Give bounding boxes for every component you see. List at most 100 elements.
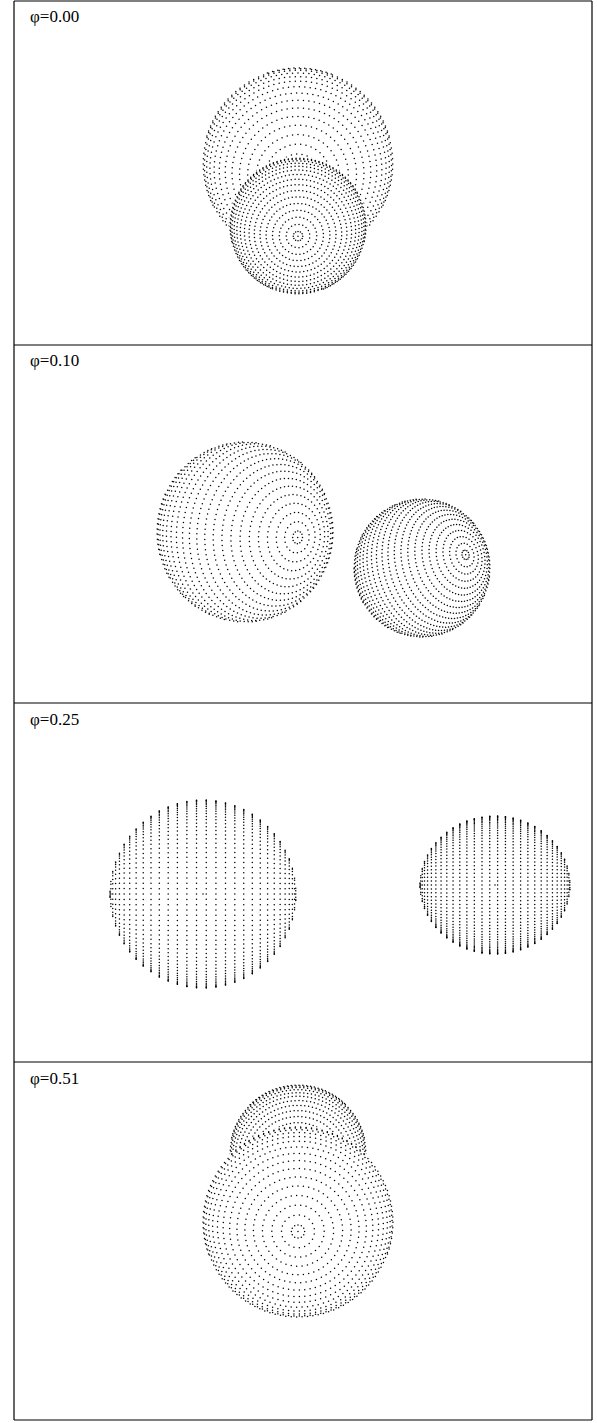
- surface-dot: [340, 98, 342, 100]
- surface-dot: [355, 209, 357, 211]
- surface-dot: [294, 276, 296, 278]
- surface-dot: [294, 281, 296, 283]
- surface-dot: [326, 287, 328, 289]
- surface-dot: [370, 221, 372, 223]
- surface-dot: [330, 150, 332, 152]
- surface-dot: [306, 185, 308, 187]
- surface-dot: [321, 170, 323, 172]
- surface-dot: [231, 172, 233, 174]
- surface-dot: [342, 177, 344, 179]
- surface-dot: [356, 213, 358, 215]
- surface-dot: [266, 189, 268, 191]
- surface-dot: [273, 255, 275, 256]
- surface-dot: [329, 107, 331, 109]
- surface-dot: [363, 218, 365, 220]
- surface-dot: [286, 239, 288, 241]
- surface-dot: [237, 146, 239, 148]
- surface-dot: [319, 283, 321, 285]
- surface-dot: [279, 194, 281, 196]
- surface-dot: [255, 269, 256, 271]
- surface-dot: [270, 266, 272, 268]
- surface-dot: [383, 201, 385, 203]
- surface-dot: [287, 289, 289, 291]
- surface-dot: [293, 86, 295, 88]
- surface-dot: [276, 258, 278, 260]
- surface-dot: [296, 160, 298, 162]
- surface-dot: [324, 284, 326, 286]
- surface-dot: [337, 76, 339, 78]
- surface-dot: [327, 74, 329, 76]
- surface-dot: [303, 217, 305, 219]
- surface-dot: [226, 105, 228, 107]
- surface-dot: [297, 99, 299, 101]
- surface-dot: [361, 231, 363, 233]
- surface-dot: [213, 172, 215, 174]
- surface-dot: [268, 74, 270, 76]
- surface-dot: [375, 181, 377, 183]
- surface-dot: [270, 180, 272, 182]
- surface-dot: [300, 288, 302, 290]
- surface-dot: [378, 211, 380, 213]
- surface-dot: [288, 68, 290, 70]
- surface-dot: [326, 209, 328, 211]
- surface-dot: [276, 103, 278, 105]
- surface-dot: [302, 190, 304, 192]
- surface-dot: [373, 205, 375, 207]
- surface-dot: [241, 252, 243, 254]
- surface-dot: [337, 131, 339, 133]
- surface-dot: [300, 231, 302, 233]
- surface-dot: [210, 193, 212, 195]
- surface-dot: [260, 201, 262, 203]
- surface-dot: [292, 72, 294, 74]
- surface-dot: [258, 90, 260, 92]
- surface-dot: [329, 234, 331, 236]
- surface-dot: [281, 176, 283, 178]
- surface-dot: [281, 118, 283, 120]
- surface-dot: [376, 120, 378, 122]
- surface-dot: [328, 173, 330, 175]
- surface-dot: [363, 96, 365, 98]
- surface-dot: [268, 209, 270, 211]
- surface-dot: [315, 285, 317, 287]
- surface-dot: [253, 271, 255, 273]
- surface-dot: [252, 99, 254, 101]
- surface-dot: [289, 76, 291, 78]
- surface-dot: [369, 161, 371, 163]
- surface-dot: [281, 267, 283, 269]
- surface-dot: [347, 143, 349, 145]
- surface-dot: [298, 179, 300, 181]
- surface-dot: [235, 244, 237, 246]
- surface-dot: [244, 259, 246, 261]
- surface-dot: [388, 172, 390, 174]
- surface-dot: [216, 118, 218, 120]
- surface-dot: [243, 105, 245, 107]
- surface-dot: [317, 251, 319, 253]
- surface-dot: [388, 161, 390, 163]
- surface-dot: [338, 205, 340, 207]
- surface-dot: [298, 281, 300, 283]
- surface-dot: [360, 251, 362, 253]
- surface-dot: [240, 231, 242, 233]
- surface-dot: [226, 204, 228, 206]
- surface-dot: [246, 205, 248, 207]
- surface-dot: [211, 201, 213, 203]
- surface-dot: [222, 122, 224, 124]
- surface-dot: [346, 81, 348, 83]
- surface-dot: [380, 117, 382, 119]
- surface-dot: [367, 206, 369, 208]
- surface-dot: [237, 94, 239, 96]
- surface-dot: [202, 163, 204, 165]
- surface-dot: [237, 131, 239, 133]
- surface-dot: [336, 195, 338, 197]
- surface-dot: [234, 135, 236, 137]
- surface-dot: [217, 131, 219, 133]
- surface-dot: [298, 293, 300, 295]
- surface-dot: [384, 152, 386, 154]
- surface-dot: [267, 72, 269, 74]
- surface-dot: [360, 219, 362, 221]
- surface-dot: [338, 250, 340, 252]
- surface-dot: [355, 261, 357, 263]
- surface-dot: [284, 126, 286, 128]
- surface-dot: [232, 117, 234, 119]
- surface-dot: [303, 253, 305, 255]
